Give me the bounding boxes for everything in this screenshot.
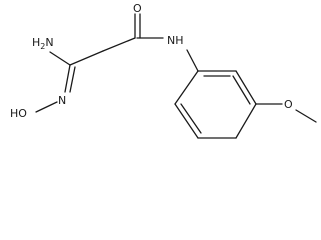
bond-n-oh (35, 101, 58, 113)
amine-label: H2N (32, 36, 54, 51)
ether-o-label: O (284, 98, 293, 111)
ring-bond-4 (235, 103, 257, 139)
atom-labels: H2N HO N O NH O (10, 2, 293, 120)
amide-nh-label: NH (167, 34, 184, 47)
bond-nh2-c (49, 51, 71, 66)
structure-diagram: H2N HO N O NH O (10, 2, 317, 139)
ring-double-1 (180, 103, 202, 134)
bond-c-ch2 (69, 50, 104, 66)
ring-double-2 (232, 75, 251, 105)
bond-c-n-oxime-2 (69, 66, 76, 93)
bond-c-n-oxime-1 (64, 64, 71, 93)
hydroxy-label: HO (10, 107, 27, 120)
ring-bond-5 (235, 70, 257, 105)
bond-nh-ring (186, 49, 199, 72)
ring-bond-2 (174, 103, 199, 139)
bond-ch2-co (102, 37, 136, 52)
bonds (35, 13, 317, 139)
oxime-n-label: N (58, 94, 66, 107)
carbonyl-o-label: O (133, 2, 142, 15)
ring-bond-1 (174, 70, 199, 105)
bond-o-methyl (295, 109, 317, 123)
